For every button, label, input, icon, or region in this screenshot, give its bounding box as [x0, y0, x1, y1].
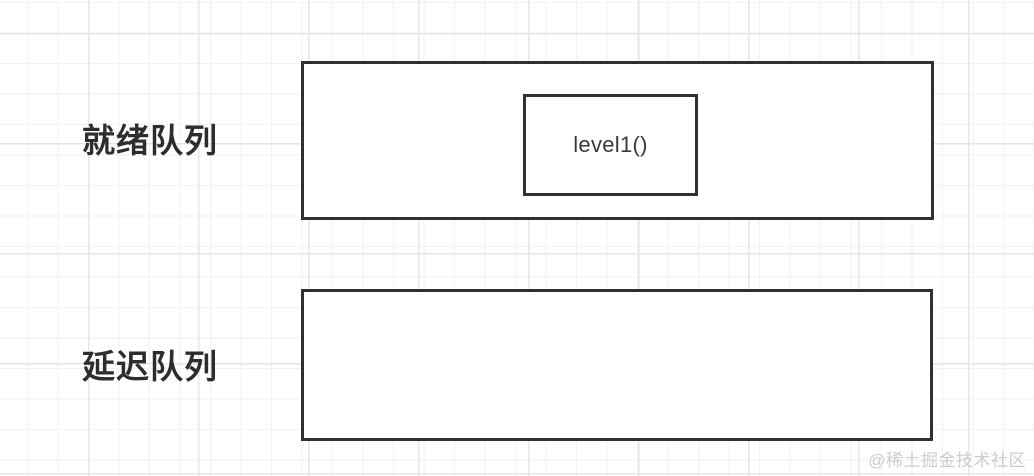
task-node-label: level1()	[573, 132, 648, 157]
watermark: @稀土掘金技术社区	[868, 451, 1026, 470]
ready-queue-box: level1()	[301, 61, 934, 220]
task-node-level1[interactable]: level1()	[523, 94, 698, 196]
delay-queue-label: 延迟队列	[82, 348, 218, 385]
ready-queue-label: 就绪队列	[82, 122, 218, 159]
delay-queue-box	[301, 289, 933, 441]
